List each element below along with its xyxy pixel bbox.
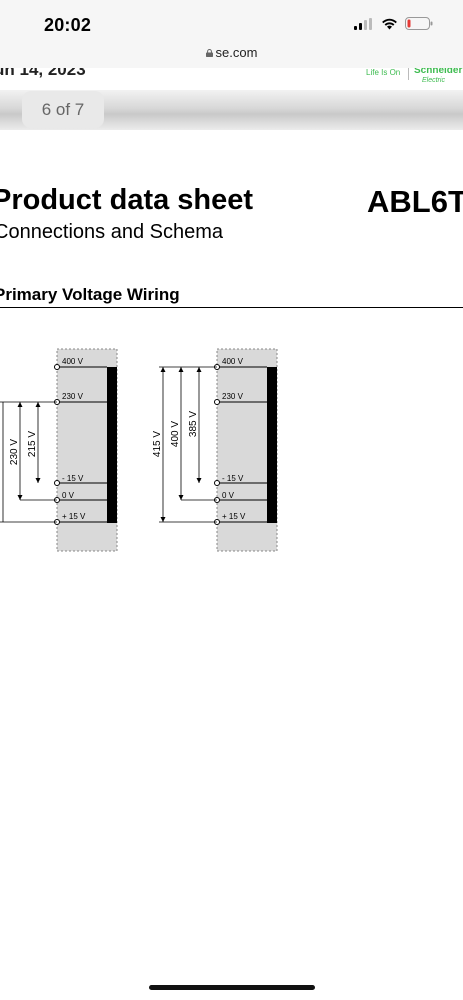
url-text: se.com — [215, 45, 258, 60]
brand-name: Schneider — [414, 68, 463, 76]
left-terminal-0v: 0 V — [62, 491, 75, 500]
status-icons — [354, 17, 433, 30]
right-terminal-panel: 400 V 230 V - 15 V 0 V + 15 V — [214, 348, 278, 552]
wifi-icon — [382, 18, 397, 29]
left-terminal-minus15v: - 15 V — [62, 474, 84, 483]
brand-logo: Schneider Electric — [414, 68, 462, 86]
right-dimension-415v: 415 V — [152, 431, 163, 457]
status-time: 20:02 — [44, 15, 92, 35]
page-indicator: 6 of 7 — [22, 91, 104, 128]
product-code: ABL6T — [367, 184, 463, 219]
lock-icon — [205, 49, 213, 57]
left-dimension-230v: 230 V — [9, 439, 20, 465]
left-terminal-230v: 230 V — [62, 392, 84, 401]
right-terminal-minus15v: - 15 V — [222, 474, 244, 483]
section-divider — [0, 307, 463, 308]
document-date: un 14, 2023 — [0, 68, 86, 79]
brand-sub: Electric — [422, 77, 445, 84]
right-terminal-230v: 230 V — [222, 392, 244, 401]
home-indicator[interactable] — [149, 985, 315, 990]
logo-divider — [408, 68, 409, 80]
left-terminal-400v: 400 V — [62, 357, 84, 366]
left-terminal-panel: 400 V 230 V - 15 V 0 V + 15 V — [54, 348, 118, 552]
document-title: Product data sheet — [0, 184, 254, 216]
left-dimension-215v: 215 V — [27, 431, 38, 457]
brand-tagline: Life Is On — [366, 68, 401, 77]
right-terminal-400v: 400 V — [222, 357, 244, 366]
section-heading: Primary Voltage Wiring — [0, 285, 180, 304]
right-dimension-400v: 400 V — [170, 421, 181, 447]
address-bar[interactable]: se.com — [0, 44, 463, 68]
cellular-signal-icon — [354, 17, 372, 30]
status-bar: 20:02 — [0, 0, 463, 44]
wiring-diagram: 400 V 230 V - 15 V 0 V + 15 V 230 V 215 … — [0, 348, 278, 552]
document-subtitle: Connections and Schema — [0, 221, 224, 243]
right-dimension-385v: 385 V — [188, 411, 199, 437]
right-terminal-plus15v: + 15 V — [222, 512, 246, 521]
right-dimension-lines: 415 V 400 V 385 V — [152, 366, 217, 523]
right-terminal-0v: 0 V — [222, 491, 235, 500]
battery-icon — [405, 17, 433, 30]
left-dimension-lines: 230 V 215 V — [0, 401, 57, 523]
left-terminal-plus15v: + 15 V — [62, 512, 86, 521]
previous-page-footer: un 14, 2023 Life Is On Schneider Electri… — [0, 68, 463, 90]
